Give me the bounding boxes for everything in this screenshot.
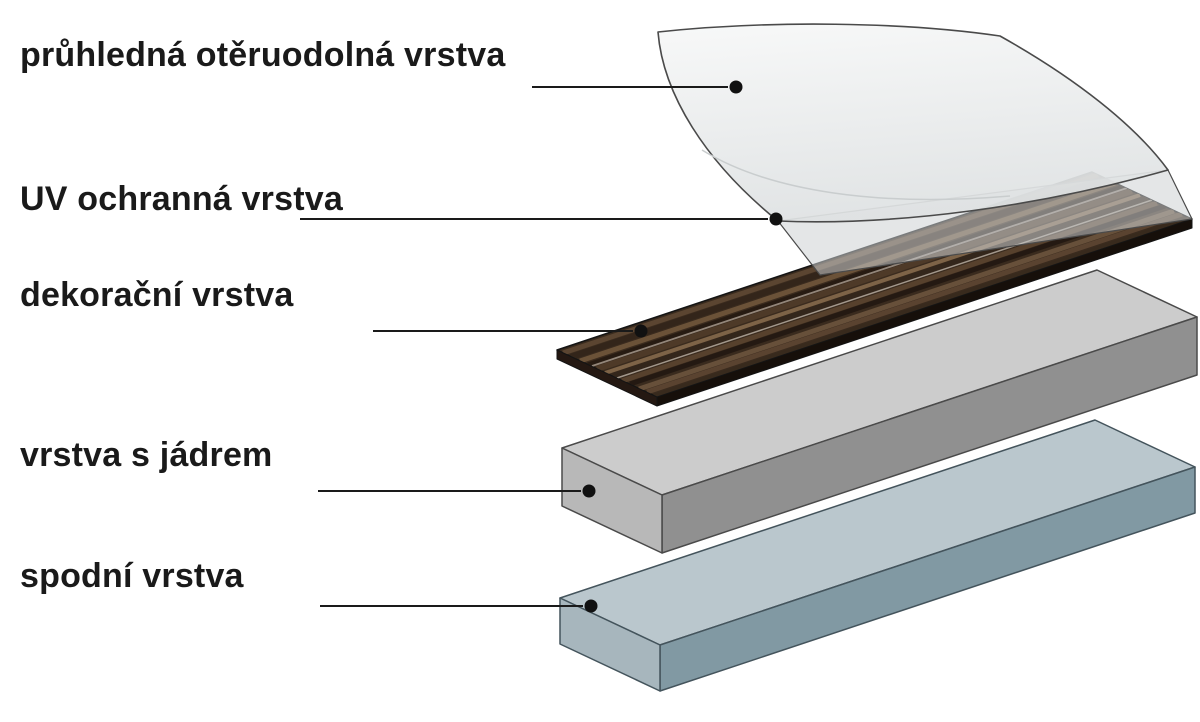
label-decor-layer: dekorační vrstva: [20, 276, 294, 314]
leader-lines: [300, 86, 768, 607]
label-core-layer: vrstva s jádrem: [20, 436, 273, 474]
leader-dot-uv: [769, 212, 783, 226]
bottom-layer-plank: [559, 419, 1196, 692]
bottom-layer-end-face: [559, 597, 661, 692]
wear-layer-curl: [657, 23, 1169, 223]
label-wear-layer: průhledná otěruodolná vrstva: [20, 36, 506, 74]
leader-dot-wear: [729, 80, 743, 94]
core-layer-end-face: [561, 447, 663, 554]
leader-dot-decor: [634, 324, 648, 338]
label-bottom-layer: spodní vrstva: [20, 557, 244, 595]
wear-layer-sheet-shape: [657, 23, 1169, 223]
label-uv-layer: UV ochranná vrstva: [20, 180, 343, 218]
decor-layer-end-edge: [556, 349, 658, 407]
leader-dot-bottom: [584, 599, 598, 613]
core-layer-plank: [561, 269, 1198, 554]
leader-dot-core: [582, 484, 596, 498]
wear-layer-curl-shading: [701, 149, 1011, 201]
leader-dots: [582, 80, 783, 613]
